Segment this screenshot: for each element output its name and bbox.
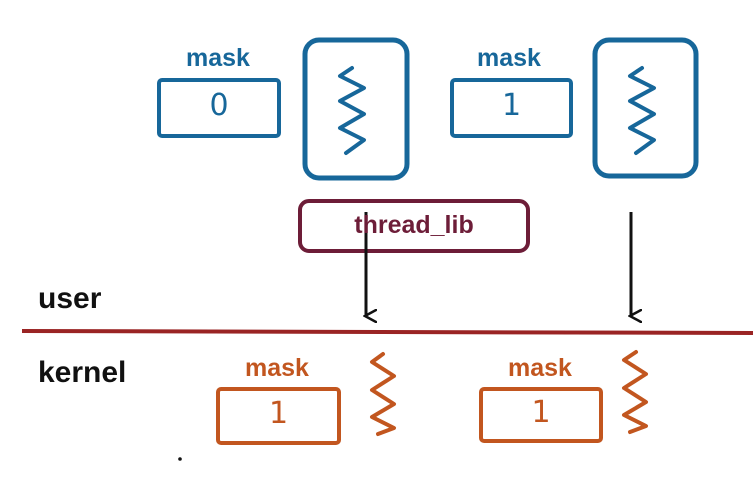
thread-squiggle-icon [628, 66, 656, 155]
kernel-mask-value-1: 1 [531, 395, 551, 430]
thread-squiggle-icon [370, 352, 396, 436]
thread-squiggle-icon [622, 350, 648, 434]
kernel-mask-label-1: mask [508, 354, 572, 382]
user-mask-label-1: mask [477, 44, 541, 72]
kernel-mask-box-1 [479, 387, 603, 443]
user-mask-value-0: 0 [209, 88, 229, 123]
user-thread-card-0 [302, 37, 410, 181]
user-mask-box-0 [157, 78, 281, 138]
kernel-region-label: kernel [38, 356, 127, 389]
user-thread-card-1 [592, 37, 699, 179]
thread-lib-box [298, 199, 530, 253]
kernel-mask-box-0 [216, 387, 341, 445]
kernel-mask-value-0: 1 [268, 396, 289, 431]
user-kernel-divider [21, 329, 753, 335]
user-region-label: user [38, 282, 102, 315]
user-mask-value-1: 1 [501, 88, 522, 123]
thread-squiggle-icon [338, 66, 366, 155]
user-mask-box-1 [450, 78, 573, 138]
kernel-mask-label-0: mask [245, 354, 309, 382]
user-mask-label-0: mask [186, 44, 250, 72]
stray-dot [178, 457, 182, 461]
thread-lib-label: thread_lib [354, 211, 474, 239]
